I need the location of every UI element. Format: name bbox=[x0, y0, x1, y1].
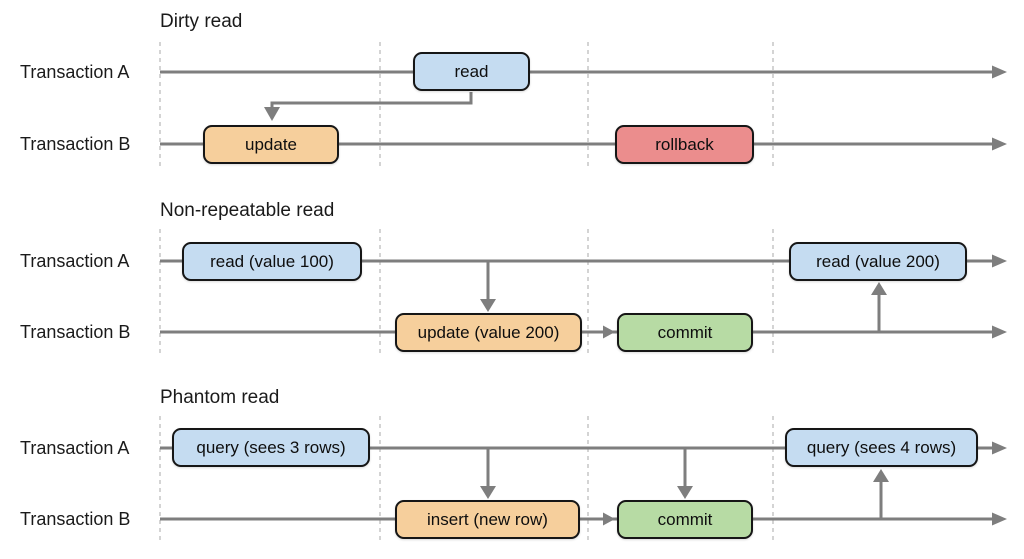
s3-commit-to-query-arrow bbox=[873, 469, 889, 518]
s2-read-value-100-box: read (value 100) bbox=[182, 242, 362, 281]
section-title-non-repeatable-read: Non-repeatable read bbox=[160, 200, 335, 221]
s2-a-to-update-arrow bbox=[480, 262, 496, 312]
s1-update-box: update bbox=[203, 125, 339, 164]
s3-commit-box: commit bbox=[617, 500, 753, 539]
s3-transaction-b-label: Transaction B bbox=[20, 509, 131, 529]
s2-commit-to-read-arrow bbox=[871, 282, 887, 331]
s2-commit-box: commit bbox=[617, 313, 753, 352]
timeline-s1-transaction-a bbox=[160, 65, 1007, 79]
s3-query-sees-3-rows-box: query (sees 3 rows) bbox=[172, 428, 370, 467]
s2-update-value-200-box: update (value 200) bbox=[395, 313, 582, 352]
s1-transaction-a-label: Transaction A bbox=[20, 62, 130, 82]
s3-insert-new-row-box: insert (new row) bbox=[395, 500, 580, 539]
s3-query-sees-4-rows-box: query (sees 4 rows) bbox=[785, 428, 978, 467]
s1-rollback-box: rollback bbox=[615, 125, 754, 164]
s3-a-to-commit-arrow bbox=[677, 449, 693, 499]
s2-update-to-commit-arrow bbox=[582, 325, 615, 339]
s3-a-to-insert-arrow bbox=[480, 449, 496, 499]
section-title-phantom-read: Phantom read bbox=[160, 387, 280, 408]
dashed-guides-section1 bbox=[159, 42, 774, 167]
s2-transaction-a-label: Transaction A bbox=[20, 251, 130, 271]
s1-transaction-b-label: Transaction B bbox=[20, 134, 131, 154]
s3-insert-to-commit-arrow bbox=[580, 512, 615, 526]
s2-read-value-200-box: read (value 200) bbox=[789, 242, 967, 281]
s3-transaction-a-label: Transaction A bbox=[20, 438, 130, 458]
connector-arrows bbox=[264, 92, 889, 526]
s1-read-to-update-arrow bbox=[264, 92, 473, 121]
section-title-dirty-read: Dirty read bbox=[160, 11, 243, 32]
s2-transaction-b-label: Transaction B bbox=[20, 322, 131, 342]
s1-read-box: read bbox=[413, 52, 530, 91]
